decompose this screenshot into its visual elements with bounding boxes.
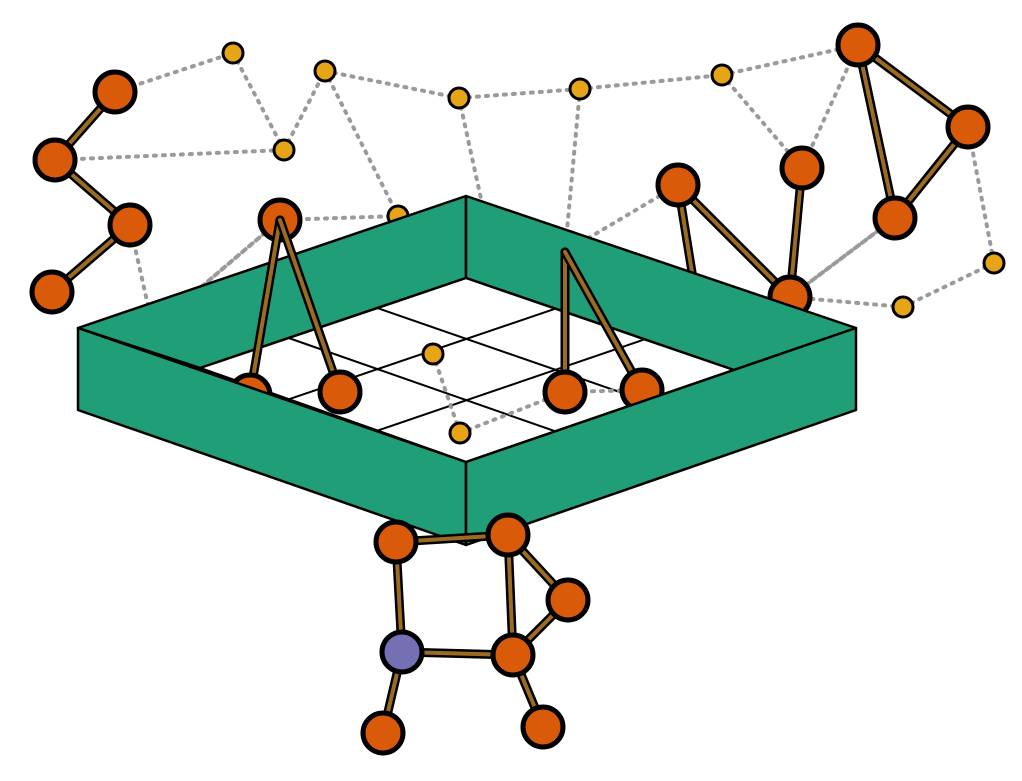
hydrogen-link — [457, 96, 499, 274]
bond — [856, 43, 970, 129]
atom-node — [92, 69, 138, 115]
bond — [278, 218, 342, 394]
bond — [248, 218, 282, 397]
atom-node — [360, 710, 406, 756]
hydrogen-link — [323, 69, 461, 100]
atom-node — [485, 512, 531, 558]
hydrogen-link — [720, 43, 860, 77]
tray-front-right-wall — [464, 326, 858, 547]
bead-node — [447, 86, 471, 110]
atom-node — [945, 104, 991, 150]
hydrogen-link — [53, 148, 286, 162]
hydrogen-link — [457, 87, 582, 100]
hydrogen-link — [578, 73, 724, 91]
atom-node — [107, 202, 153, 248]
hydrogen-link — [282, 69, 327, 152]
tray-front-walls — [76, 326, 858, 547]
atom-node — [835, 22, 881, 68]
atom-node — [373, 519, 419, 565]
atom-node — [32, 137, 78, 183]
hydrogen-link — [323, 69, 400, 218]
special-atom-node — [379, 629, 425, 675]
tray-grid-line — [377, 338, 645, 432]
atom-node — [29, 269, 75, 315]
bead-node — [421, 342, 445, 366]
atom-node — [542, 369, 588, 415]
bead-node — [982, 251, 1006, 275]
hydrogen-link — [563, 87, 582, 254]
bead-node — [313, 59, 337, 83]
foreground-nodes-layer — [360, 512, 591, 756]
bond — [676, 183, 792, 299]
atom-node — [655, 162, 701, 208]
bead-node — [221, 41, 245, 65]
inside-tray-bonds-layer — [245, 215, 647, 400]
atom-node — [779, 145, 825, 191]
hydrogen-link — [231, 51, 286, 152]
bond — [856, 43, 897, 220]
atom-node — [490, 632, 536, 678]
bead-node — [891, 295, 915, 319]
bead-node — [710, 63, 734, 87]
hydrogen-link — [901, 261, 996, 309]
tray-grid-line — [288, 337, 556, 433]
hydrogen-link — [788, 295, 905, 309]
atom-node — [872, 195, 918, 241]
hydrogen-link — [966, 125, 996, 265]
atom-node — [520, 704, 566, 750]
bead-node — [272, 138, 296, 162]
tray-grid-line — [377, 307, 645, 402]
bead-node — [448, 421, 472, 445]
atom-node — [545, 577, 591, 623]
atom-node — [317, 369, 363, 415]
tray — [76, 194, 858, 464]
bead-node — [568, 77, 592, 101]
bond — [563, 250, 644, 392]
